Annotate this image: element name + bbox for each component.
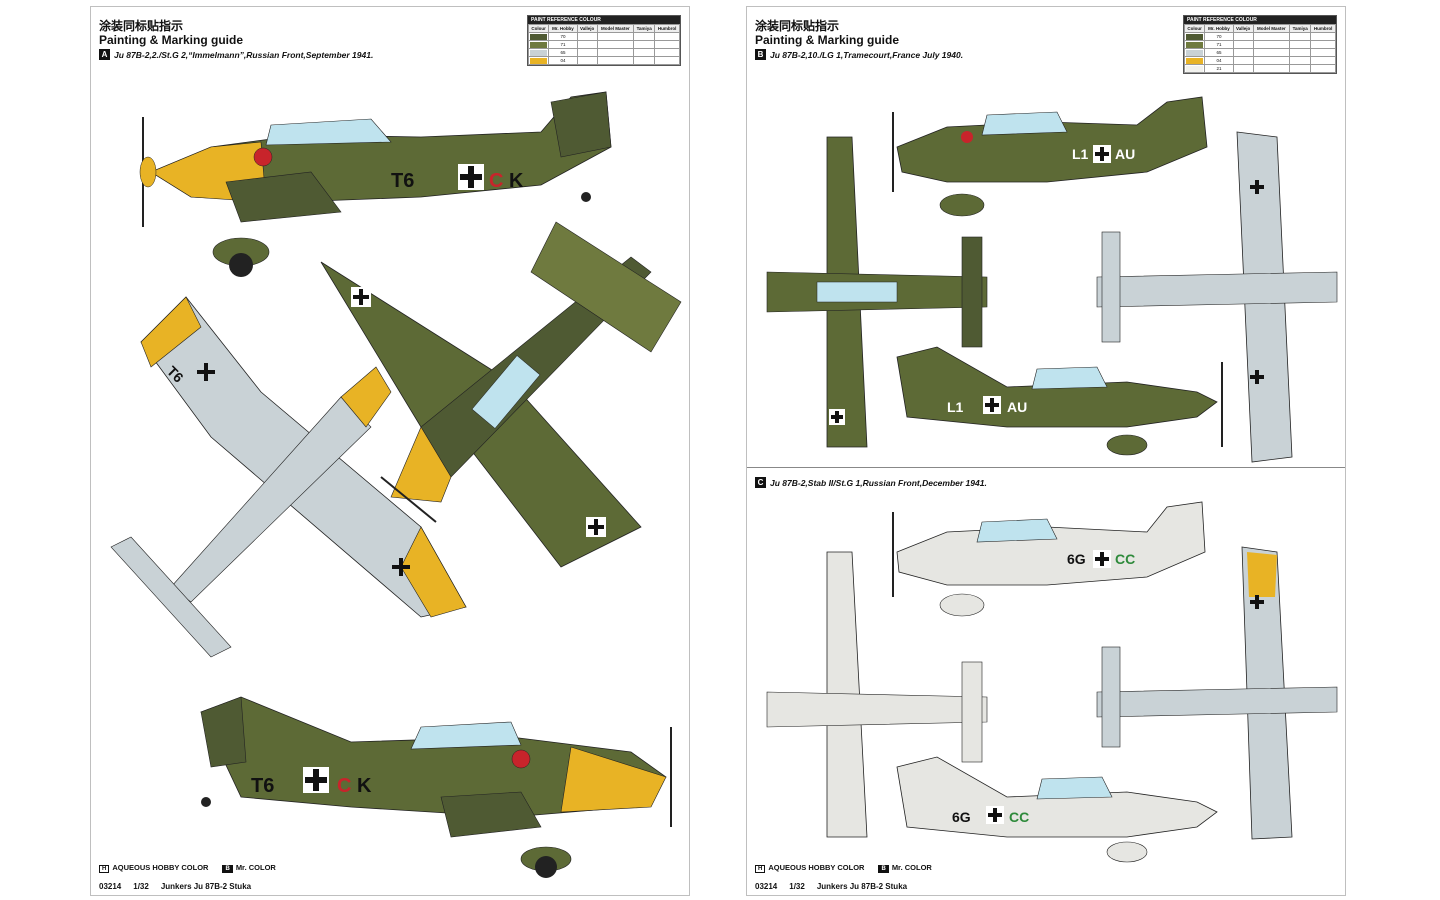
reg-letter-2: K [509,170,524,192]
b-side-view-2: L1 AU [896,346,1223,456]
balkenkreuz-icon [1093,550,1111,568]
b-side-view: L1 AU [892,96,1208,217]
scheme-text: Ju 87B-2,Stab II/St.G 1,Russian Front,De… [770,477,987,488]
bottom-reg-letter-1: C [337,775,351,797]
b2-reg-letters: AU [1007,399,1027,415]
scheme-a-caption: A Ju 87B-2,2./St.G 2,“Immelmann”,Russian… [99,49,373,60]
c2-reg-code: 6G [952,809,971,825]
balkenkreuz-icon [1250,595,1264,609]
b-reg-letters: AU [1115,146,1135,162]
swatch-rlm70 [530,33,548,40]
swatch-rlm65 [530,49,548,56]
kit-name: Junkers Ju 87B-2 Stuka [816,882,908,891]
balkenkreuz-icon [197,363,215,381]
legend-mr-label: Mr. COLOR [891,863,932,872]
kit-scale: 1/32 [133,882,149,891]
legend-mr-label: Mr. COLOR [235,863,276,872]
mr-color-box: B [878,865,889,873]
scheme-b-c-artwork: L1 AU [766,96,1338,863]
reg-letter-1: C [489,170,503,192]
instruction-page-right: 涂装同标贴指示 Painting & Marking guide B Ju 87… [746,6,1346,896]
kit-name: Junkers Ju 87B-2 Stuka [160,882,252,891]
swatch-rlm04 [1186,57,1204,64]
page-title-cn: 涂装同标贴指示 [755,19,840,33]
kit-scale: 1/32 [789,882,805,891]
balkenkreuz-icon [303,767,329,793]
kit-code: 03214 [99,882,122,891]
swatch-rlm65 [1186,49,1204,56]
b-reg-code: L1 [1072,146,1089,162]
legend-hobby-label: AQUEOUS HOBBY COLOR [768,863,865,872]
mr-color-box: B [222,865,233,873]
under-view: T6 [110,296,467,658]
scheme-a-artwork: T6 C K [110,91,682,878]
c-side-view-2: 6G CC [896,756,1218,863]
c-under-view [1096,546,1338,840]
scheme-b-caption: B Ju 87B-2,10./LG 1,Tramecourt,France Ju… [755,49,963,60]
side-view-bottom: T6 C K [200,696,672,878]
scheme-text: Ju 87B-2,10./LG 1,Tramecourt,France July… [770,49,964,60]
balkenkreuz-icon [983,396,1001,414]
balkenkreuz-icon [392,558,410,576]
balkenkreuz-icon [1250,370,1264,384]
swatch-rlm70 [1186,33,1204,40]
c-reg-letters: CC [1115,551,1135,567]
bottom-reg-letter-2: K [357,775,372,797]
page-footer: 03214 1/32 Junkers Ju 87B-2 Stuka [755,882,907,891]
balkenkreuz-icon [829,409,845,425]
balkenkreuz-icon [1093,145,1111,163]
instruction-page-left: 涂装同标贴指示 Painting & Marking guide A Ju 87… [90,6,690,896]
bottom-reg-code: T6 [251,775,274,797]
c-top-view [766,551,988,838]
legend-hobby-label: AQUEOUS HOBBY COLOR [112,863,209,872]
page-title-en: Painting & Marking guide [755,33,900,47]
scheme-letter: B [755,49,766,60]
scheme-text: Ju 87B-2,2./St.G 2,“Immelmann”,Russian F… [114,49,374,60]
b-under-view [1096,131,1338,463]
c-side-view: 6G CC [892,501,1206,617]
swatch-rlm04 [530,57,548,64]
b2-reg-code: L1 [947,399,964,415]
paint-reference-table: PAINT REFERENCE COLOUR Colour Mr. Hobby … [527,15,681,66]
swatch-rlm71 [530,41,548,48]
paint-reference-header: PAINT REFERENCE COLOUR [528,16,680,24]
swatch-rlm71 [1186,41,1204,48]
balkenkreuz-icon [351,287,371,307]
scheme-letter: A [99,49,110,60]
swatch-white [1186,65,1204,72]
c-reg-code: 6G [1067,551,1086,567]
balkenkreuz-icon [986,806,1004,824]
scheme-c-caption: C Ju 87B-2,Stab II/St.G 1,Russian Front,… [755,477,987,488]
side-view-top: T6 C K [139,91,612,277]
hobby-color-box: H [755,865,766,873]
b-top-view [766,136,988,448]
paint-reference-header: PAINT REFERENCE COLOUR [1184,16,1336,24]
scheme-letter: C [755,477,766,488]
balkenkreuz-icon [1250,180,1264,194]
page-title-en: Painting & Marking guide [99,33,244,47]
paint-reference-table: PAINT REFERENCE COLOUR Colour Mr. Hobby … [1183,15,1337,74]
page-title-cn: 涂装同标贴指示 [99,19,184,33]
page-footer: 03214 1/32 Junkers Ju 87B-2 Stuka [99,882,251,891]
balkenkreuz-icon [586,517,606,537]
scheme-divider [747,467,1345,468]
balkenkreuz-icon [458,164,484,190]
top-view [320,221,682,568]
c2-reg-letters: CC [1009,809,1029,825]
kit-code: 03214 [755,882,778,891]
hobby-color-box: H [99,865,110,873]
reg-code: T6 [391,170,414,192]
